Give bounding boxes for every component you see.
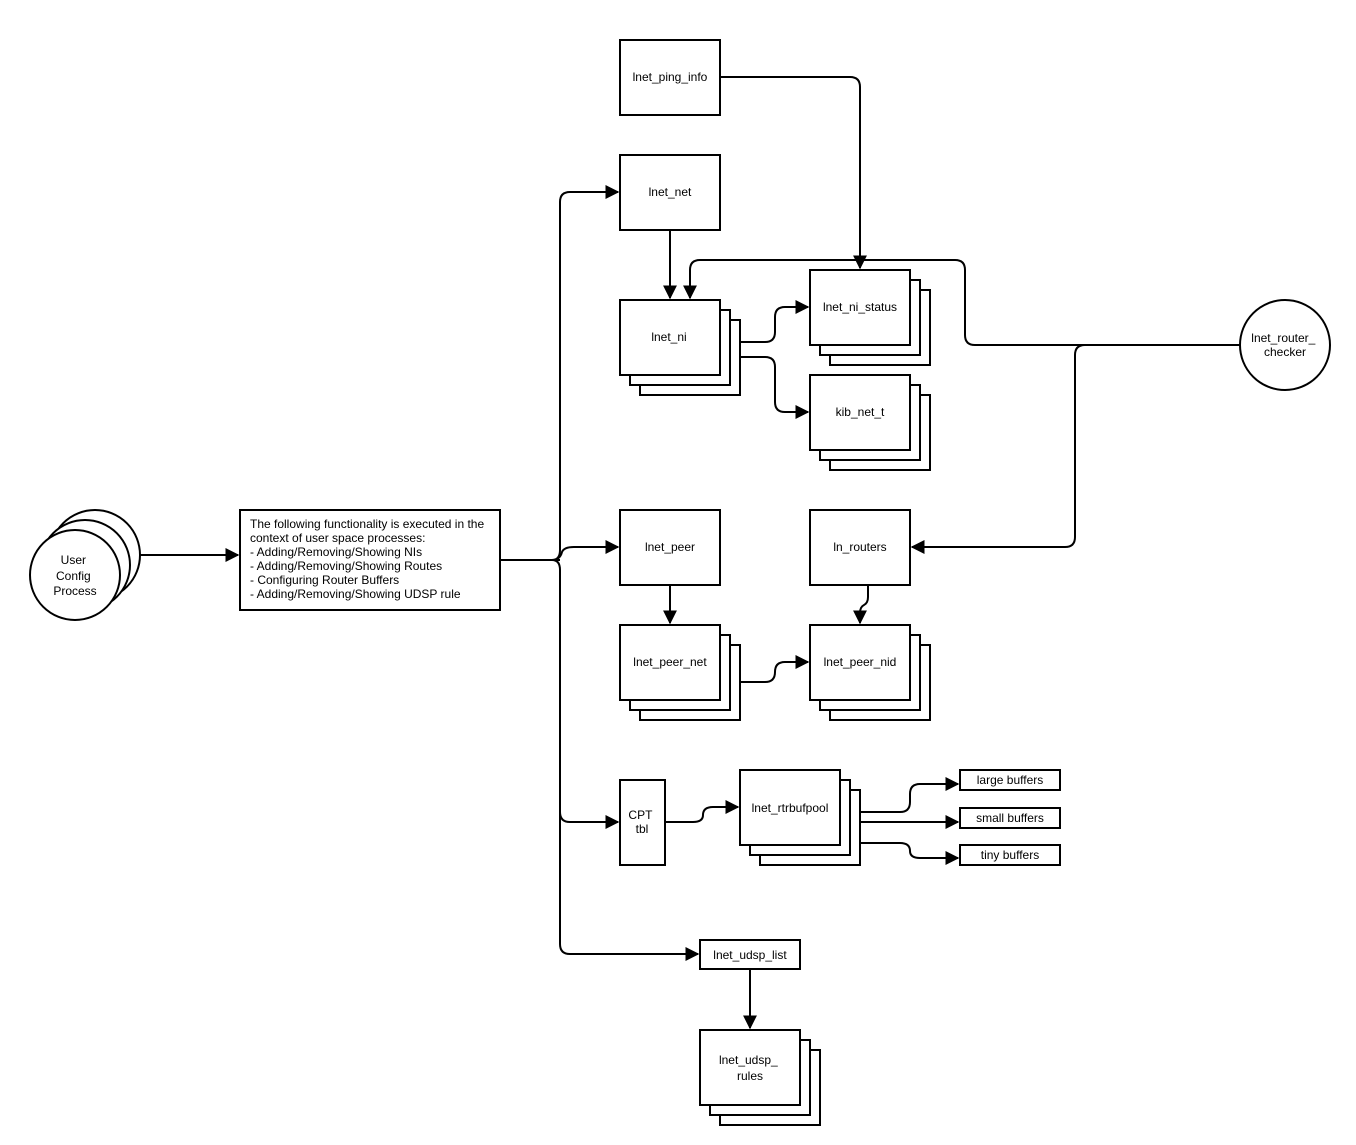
lnet-net-node: lnet_net: [619, 154, 721, 231]
lnet-ni-label: lnet_ni: [651, 330, 686, 344]
note-line-2: context of user space processes:: [250, 531, 425, 545]
connector-cpt-tbl-to-rtrbufpool: [665, 800, 740, 823]
connector-peer-net-to-peer-nid: [740, 655, 810, 683]
lnet-peer-net-node: lnet_peer_net: [619, 624, 741, 721]
lnet-router-checker-line-1: lnet_router_: [1251, 331, 1315, 345]
lnet-peer-net-label: lnet_peer_net: [633, 655, 707, 669]
cpt-tbl-node: CPT tbl: [619, 779, 666, 866]
cpt-tbl-line-1: CPT: [628, 808, 653, 822]
lnet-peer-nid-label: lnet_peer_nid: [824, 655, 897, 669]
lnet-udsp-rules-node: lnet_udsp_ rules: [699, 1029, 821, 1126]
lnet-ping-info-label: lnet_ping_info: [633, 70, 708, 84]
lnet-ni-node: lnet_ni: [619, 299, 741, 396]
connector-ln-routers-to-peer-nid: [853, 585, 869, 625]
large-buffers-label: large buffers: [977, 773, 1044, 787]
svg-text:The following functionality is: The following functionality is executed …: [250, 517, 487, 601]
lnet-udsp-list-node: lnet_udsp_list: [699, 939, 801, 970]
lnet-router-checker-node: lnet_router_ checker: [1239, 299, 1331, 391]
lnet-ping-info-node: lnet_ping_info: [619, 39, 721, 116]
small-buffers-node: small buffers: [959, 807, 1061, 829]
connector-to-cpt-tbl: [551, 559, 620, 829]
connector-lnet-ni-to-kib-net: [740, 356, 810, 419]
lnet-peer-label: lnet_peer: [645, 540, 695, 554]
ln-routers-label: ln_routers: [833, 540, 886, 554]
connector-rtrbufpool-to-tiny-buffers: [860, 842, 960, 865]
svg-text:CPT tbl: CPT tbl: [628, 808, 655, 836]
note-line-5: - Configuring Router Buffers: [250, 573, 399, 587]
large-buffers-node: large buffers: [959, 769, 1061, 791]
note-line-3: - Adding/Removing/Showing NIs: [250, 545, 422, 559]
svg-text:lnet_router_ checker: lnet_router_ checker: [1251, 331, 1318, 359]
cpt-tbl-line-2: tbl: [636, 822, 649, 836]
kib-net-t-label: kib_net_t: [836, 405, 885, 419]
connector-router-checker-to-ln-routers: [910, 344, 1240, 554]
note-line-6: - Adding/Removing/Showing UDSP rule: [250, 587, 461, 601]
lnet-peer-nid-node: lnet_peer_nid: [809, 624, 931, 721]
lnet-udsp-rules-line-1: lnet_udsp_: [719, 1053, 778, 1067]
lnet-peer-node: lnet_peer: [619, 509, 721, 586]
lnet-rtrbufpool-node: lnet_rtrbufpool: [739, 769, 861, 866]
connector-rtrbufpool-to-large-buffers: [860, 777, 960, 813]
connector-lnet-ni-to-ni-status: [740, 300, 810, 343]
functionality-note: The following functionality is executed …: [239, 509, 501, 611]
user-config-line-2: Config: [56, 569, 91, 583]
lnet-net-label: lnet_net: [649, 185, 692, 199]
user-config-process-node: User Config Process: [29, 509, 141, 621]
tiny-buffers-label: tiny buffers: [981, 848, 1039, 862]
note-line-1: The following functionality is executed …: [250, 517, 484, 531]
connector-to-lnet-udsp-list: [559, 812, 700, 961]
user-config-line-3: Process: [53, 584, 96, 598]
connector-router-checker-to-lnet-ni: [683, 259, 1240, 346]
connector-to-lnet-net: [551, 185, 620, 561]
lnet-ni-status-node: lnet_ni_status: [809, 269, 931, 366]
connector-to-lnet-peer: [551, 540, 620, 561]
lnet-udsp-rules-line-2: rules: [737, 1069, 763, 1083]
note-line-4: - Adding/Removing/Showing Routes: [250, 559, 442, 573]
lnet-router-checker-line-2: checker: [1264, 345, 1306, 359]
svg-text:User Config Proces: User Config Process: [53, 553, 96, 598]
kib-net-t-node: kib_net_t: [809, 374, 931, 471]
tiny-buffers-node: tiny buffers: [959, 844, 1061, 866]
connector-ping-info-to-ni-status: [720, 76, 867, 270]
lnet-rtrbufpool-label: lnet_rtrbufpool: [752, 801, 829, 815]
lnet-udsp-list-label: lnet_udsp_list: [713, 948, 787, 962]
connectors: [140, 76, 1240, 1030]
user-config-line-1: User: [61, 553, 86, 567]
svg-text:lnet_udsp_ rules: lnet_udsp_ rules: [719, 1053, 781, 1083]
lnet-ni-status-label: lnet_ni_status: [823, 300, 897, 314]
small-buffers-label: small buffers: [976, 811, 1044, 825]
ln-routers-node: ln_routers: [809, 509, 911, 586]
